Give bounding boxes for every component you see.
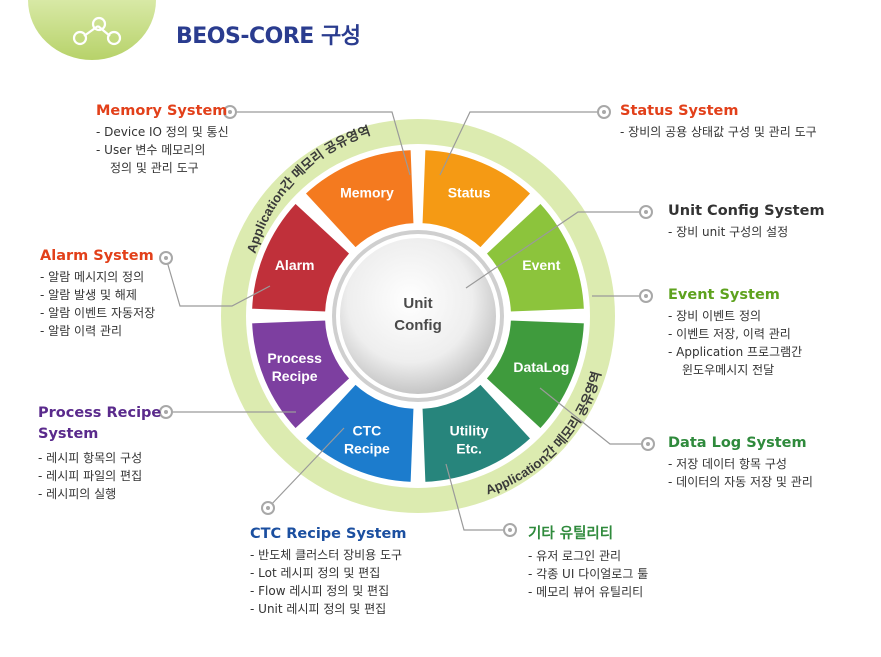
connector-ctc (267, 427, 345, 509)
segment-ctc-recipe (303, 382, 416, 484)
dot-process-core (164, 410, 168, 414)
segment-label: Status (448, 185, 491, 201)
list-item: 알람 메시지의 정의 (40, 268, 190, 286)
ctc-recipe-system-title: CTC Recipe System (250, 526, 407, 542)
datalog-system-title: Data Log System (668, 435, 807, 451)
list-item: 장비의 공용 상태값 구성 및 관리 도구 (620, 123, 870, 141)
ctc-recipe-system-block: CTC Recipe System 반도체 클러스터 장비용 도구Lot 레시피… (250, 526, 470, 618)
list-item: 레시피 파일의 편집 (38, 467, 188, 485)
alarm-system-title: Alarm System (40, 248, 154, 264)
dot-unit-config-core (644, 210, 648, 214)
list-item: 장비 이벤트 정의 (668, 307, 868, 325)
dot-event-core (644, 294, 648, 298)
event-system-title: Event System (668, 287, 780, 303)
segment-process-recipe (250, 318, 352, 431)
dot-ctc-core (266, 506, 270, 510)
segment-utility-etc (420, 382, 533, 484)
list-item: User 변수 메모리의 정의 및 관리 도구 (96, 141, 256, 177)
list-item: 데이터의 자동 저장 및 관리 (668, 473, 868, 491)
list-item: Flow 레시피 정의 및 편집 (250, 582, 470, 600)
list-item: 알람 이력 관리 (40, 322, 190, 340)
segment-label: Utility (450, 422, 489, 438)
list-item: 장비 unit 구성의 설정 (668, 223, 868, 241)
alarm-system-list: 알람 메시지의 정의알람 발생 및 해제알람 이벤트 자동저장알람 이력 관리 (40, 268, 190, 340)
segment-label: Memory (340, 185, 394, 201)
segment-alarm (250, 201, 352, 314)
memory-system-title: Memory System (96, 103, 228, 119)
status-system-block: Status System 장비의 공용 상태값 구성 및 관리 도구 (620, 103, 870, 141)
list-item: 알람 발생 및 해제 (40, 286, 190, 304)
page-title: BEOS-CORE 구성 (176, 24, 361, 49)
dot-memory-core (228, 110, 232, 114)
list-item: Device IO 정의 및 통신 (96, 123, 256, 141)
process-recipe-system-title: Process Recipe System (38, 405, 162, 442)
list-item: 메모리 뷰어 유틸리티 (528, 583, 728, 601)
status-system-list: 장비의 공용 상태값 구성 및 관리 도구 (620, 123, 870, 141)
unit-config-system-title: Unit Config System (668, 203, 825, 219)
connector-status (439, 111, 604, 176)
segment-memory (303, 148, 416, 250)
alarm-system-block: Alarm System 알람 메시지의 정의알람 발생 및 해제알람 이벤트 … (40, 248, 190, 340)
connector-datalog (539, 387, 648, 445)
connector-memory (230, 111, 411, 176)
process-recipe-system-list: 레시피 항목의 구성레시피 파일의 편집레시피의 실행 (38, 449, 188, 503)
list-item: 알람 이벤트 자동저장 (40, 304, 190, 322)
utility-system-block: 기타 유틸리티 유저 로그인 관리각종 UI 다이얼로그 툴메모리 뷰어 유틸리… (528, 522, 728, 601)
header-tab (28, 0, 156, 60)
segment-label: Alarm (275, 257, 315, 273)
memory-system-block: Memory System Device IO 정의 및 통신User 변수 메… (96, 103, 256, 177)
dot-utility-core (508, 528, 512, 532)
segment-datalog (484, 318, 586, 431)
connector-unit-config (465, 211, 646, 289)
list-item: 레시피의 실행 (38, 485, 188, 503)
center-label-line1: Unit (403, 295, 432, 312)
process-recipe-system-block: Process Recipe System 레시피 항목의 구성레시피 파일의 … (38, 403, 188, 503)
segment-label: CTC (353, 422, 382, 438)
unit-config-system-list: 장비 unit 구성의 설정 (668, 223, 868, 241)
segment-status (420, 148, 533, 250)
list-item: Lot 레시피 정의 및 편집 (250, 564, 470, 582)
datalog-system-list: 저장 데이터 항목 구성데이터의 자동 저장 및 관리 (668, 455, 868, 491)
segment-label: Recipe (272, 368, 318, 384)
ctc-recipe-system-list: 반도체 클러스터 장비용 도구Lot 레시피 정의 및 편집Flow 레시피 정… (250, 546, 470, 618)
connector-utility (445, 463, 510, 531)
segment-label: Recipe (344, 440, 390, 456)
center-hub (336, 234, 500, 398)
list-item: 이벤트 저장, 이력 관리 (668, 325, 868, 343)
segment-label: Process (267, 350, 322, 366)
utility-system-list: 유저 로그인 관리각종 UI 다이얼로그 툴메모리 뷰어 유틸리티 (528, 547, 728, 601)
list-item: 각종 UI 다이얼로그 툴 (528, 565, 728, 583)
status-system-title: Status System (620, 103, 739, 119)
segment-label: Etc. (456, 440, 482, 456)
dot-datalog-core (646, 442, 650, 446)
list-item: 유저 로그인 관리 (528, 547, 728, 565)
event-system-block: Event System 장비 이벤트 정의이벤트 저장, 이력 관리Appli… (668, 287, 868, 379)
event-system-list: 장비 이벤트 정의이벤트 저장, 이력 관리Application 프로그램간 … (668, 307, 868, 379)
dot-alarm-core (164, 256, 168, 260)
segment-label: DataLog (513, 359, 569, 375)
list-item: Application 프로그램간 윈도우메시지 전달 (668, 343, 868, 379)
list-item: 반도체 클러스터 장비용 도구 (250, 546, 470, 564)
utility-system-title: 기타 유틸리티 (528, 526, 614, 542)
list-item: 레시피 항목의 구성 (38, 449, 188, 467)
dot-status-core (602, 110, 606, 114)
center-label-line2: Config (394, 317, 441, 334)
list-item: Unit 레시피 정의 및 편집 (250, 600, 470, 618)
molecule-icon (72, 16, 122, 46)
segment-label: Event (522, 257, 560, 273)
list-item: 저장 데이터 항목 구성 (668, 455, 868, 473)
datalog-system-block: Data Log System 저장 데이터 항목 구성데이터의 자동 저장 및… (668, 435, 868, 491)
memory-system-list: Device IO 정의 및 통신User 변수 메모리의 정의 및 관리 도구 (96, 123, 256, 177)
unit-config-system-block: Unit Config System 장비 unit 구성의 설정 (668, 203, 868, 241)
segment-event (484, 201, 586, 314)
